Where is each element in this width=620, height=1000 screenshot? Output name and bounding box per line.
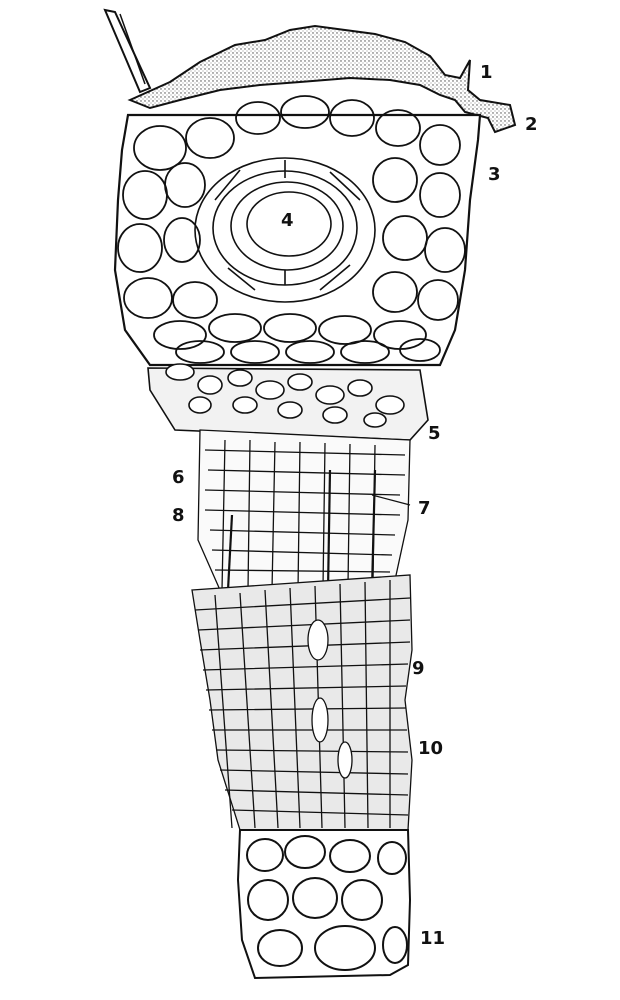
figure-label-9: 9 <box>412 658 425 679</box>
secretory-cavity <box>194 157 376 303</box>
phloem-region <box>197 429 411 591</box>
figure-label-7: 7 <box>418 498 431 519</box>
figure-label-6: 6 <box>172 467 185 488</box>
figure-label-11: 11 <box>420 928 446 949</box>
figure-label-5: 5 <box>428 423 441 444</box>
figure-label-10: 10 <box>418 738 444 759</box>
figure-label-4: 4 <box>281 210 294 231</box>
figure-label-8: 8 <box>172 505 185 526</box>
xylem-region <box>191 574 413 831</box>
sclereid-band <box>147 363 429 441</box>
cortex-cells <box>117 95 466 364</box>
label-leaders <box>371 494 411 506</box>
trichome-hair <box>103 8 152 94</box>
figure-label-3: 3 <box>488 164 501 185</box>
epidermis-cuticle <box>127 24 517 134</box>
outer-cortex <box>113 113 482 367</box>
inner-parenchyma <box>236 829 412 980</box>
figure-label-1: 1 <box>480 62 493 83</box>
figure-label-2: 2 <box>525 114 538 135</box>
